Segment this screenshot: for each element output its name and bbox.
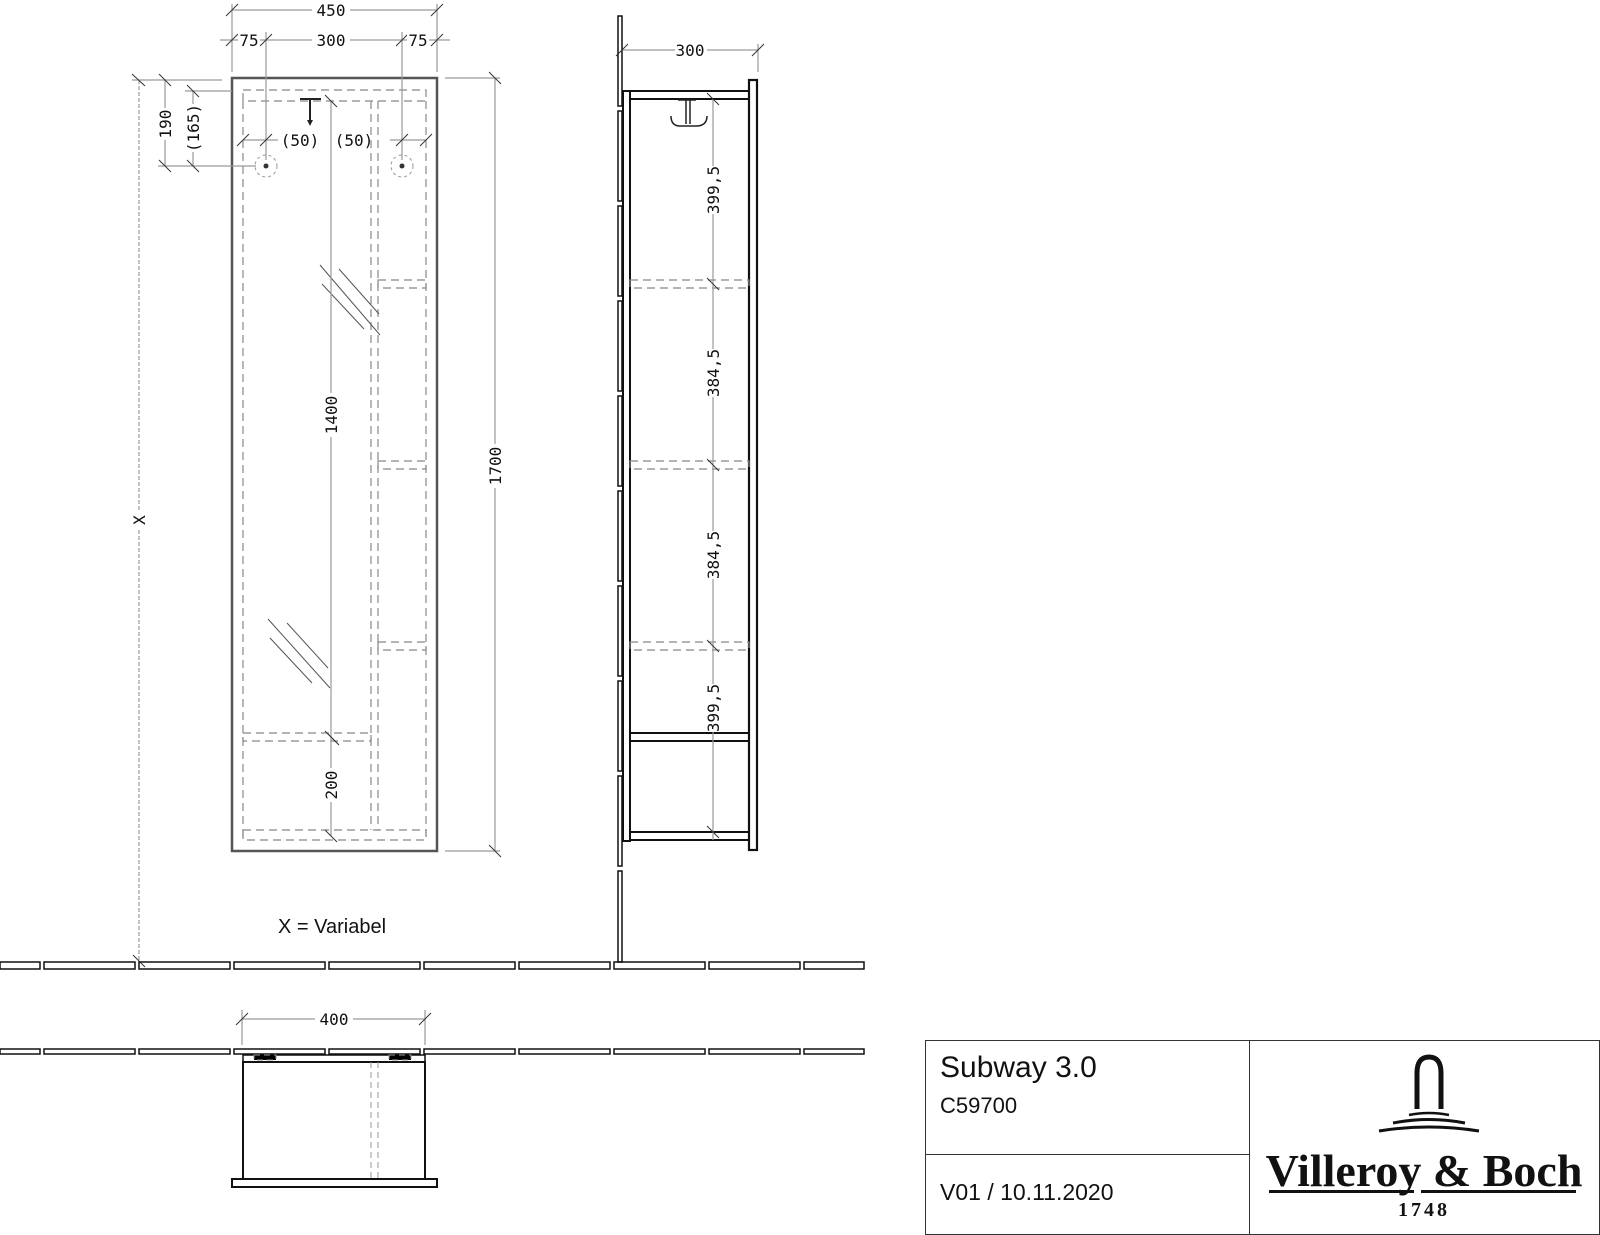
dim-shelf-spacing-1: 399,5 <box>704 166 723 214</box>
brand-fountain-logo-icon <box>1378 1054 1480 1133</box>
dim-shelf-spacing-3: 384,5 <box>704 531 723 579</box>
product-code: C59700 <box>940 1093 1018 1118</box>
title-block: Subway 3.0 C59700 V01 / 10.11.2020 Ville… <box>925 1040 1600 1235</box>
hanger-hook-icon <box>670 99 708 127</box>
dim-margin-left: 75 <box>239 31 258 50</box>
brand-cell: Villeroy & Boch 1748 <box>1249 1041 1599 1234</box>
floor-line <box>0 961 865 970</box>
dim-hole-spacing: 300 <box>317 31 346 50</box>
dim-overall-height: 1700 <box>486 447 505 486</box>
dim-top-to-hole: 190 <box>156 110 175 139</box>
dim-margin-right: 75 <box>408 31 427 50</box>
brand-name: Villeroy & Boch <box>1265 1145 1583 1196</box>
dim-mount-height: X <box>130 515 149 525</box>
brand-year: 1748 <box>1398 1199 1450 1221</box>
title-block-info: Subway 3.0 C59700 V01 / 10.11.2020 <box>926 1041 1250 1234</box>
dim-depth: 300 <box>676 41 705 60</box>
dim-shelf-spacing-4: 399,5 <box>704 684 723 732</box>
dim-door-height: 1400 <box>322 396 341 435</box>
dim-overall-width: 450 <box>317 1 346 20</box>
dim-hole-offset-left: (50) <box>281 131 320 150</box>
variable-note: X = Variabel <box>278 916 386 938</box>
wall-line-top-view <box>0 1048 865 1055</box>
dim-hole-offset-right: (50) <box>335 131 374 150</box>
mount-hole-right <box>390 154 414 178</box>
dim-bottom-section: 200 <box>322 771 341 800</box>
brand-underline-right <box>1421 1190 1576 1193</box>
title-block-product-cell: Subway 3.0 C59700 <box>926 1041 1249 1155</box>
dim-top-to-hole-alt: (165) <box>184 104 203 152</box>
dim-shelf-spacing-2: 384,5 <box>704 349 723 397</box>
dim-top-width: 400 <box>320 1010 349 1029</box>
brand-underline-left <box>1269 1190 1414 1193</box>
front-view: 450 75 300 75 (50) (50) 190 (165) 1400 <box>130 1 506 968</box>
product-name: Subway 3.0 <box>940 1051 1097 1084</box>
side-view: 300 399,5 384,5 384,5 399,5 <box>615 15 765 963</box>
mount-hole-left <box>254 154 278 178</box>
top-view: 400 <box>231 1010 438 1188</box>
version-date: V01 / 10.11.2020 <box>940 1179 1114 1205</box>
